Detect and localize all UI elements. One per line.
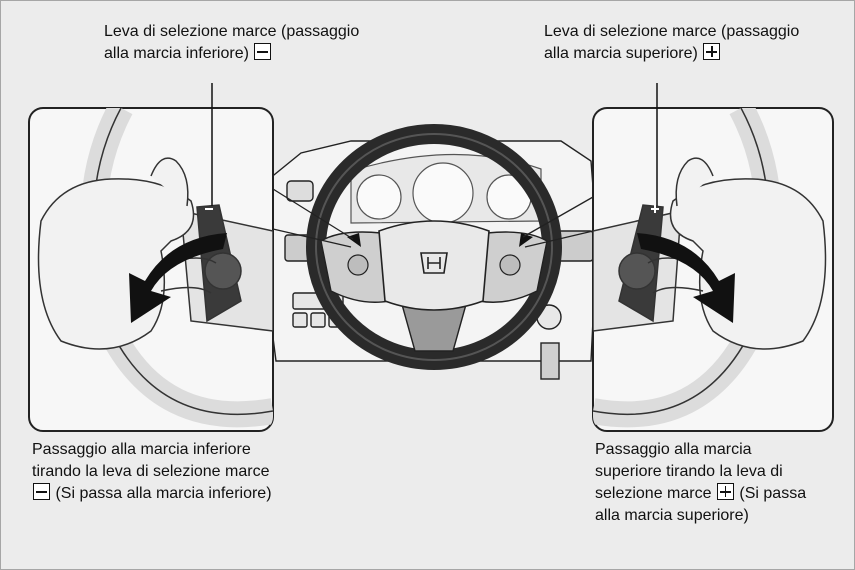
minus-box-icon [254, 43, 272, 60]
pull-arrow-left-icon [129, 233, 227, 323]
caption-line: (Si passa alla marcia inferiore) [55, 485, 272, 502]
left-detail-panel [28, 107, 274, 432]
caption-line: alla marcia inferiore) [104, 45, 249, 62]
caption-downshift-action: Passaggio alla marcia inferiore tirando … [32, 439, 272, 505]
caption-line: selezione marce [595, 485, 712, 502]
minus-box-icon [33, 483, 50, 500]
caption-line: Passaggio alla marcia [595, 441, 752, 458]
plus-box-icon [716, 483, 734, 500]
caption-line: alla marcia superiore) [544, 45, 698, 62]
instrument-cluster [350, 153, 542, 224]
caption-line: superiore tirando la leva di [595, 463, 783, 480]
caption-line: Leva di selezione marce (passaggio [544, 23, 800, 40]
plus-box-icon [703, 43, 721, 60]
caption-upshift-action: Passaggio alla marcia superiore tirando … [595, 439, 806, 527]
caption-downshift-lever: Leva di selezione marce (passaggio alla … [104, 21, 359, 65]
pull-arrow-right-icon [637, 233, 735, 323]
caption-line: Passaggio alla marcia inferiore [32, 441, 251, 458]
steering-wheel [306, 124, 562, 370]
right-detail-panel [592, 107, 834, 432]
caption-line: tirando la leva di selezione marce [32, 463, 270, 480]
leader-lines [211, 83, 658, 206]
honda-logo-icon [420, 252, 448, 274]
caption-line: Leva di selezione marce (passaggio [104, 23, 360, 40]
caption-line: alla marcia superiore) [595, 507, 749, 524]
caption-upshift-lever: Leva di selezione marce (passaggio alla … [544, 21, 799, 65]
caption-line: (Si passa [739, 485, 807, 502]
zoom-guides [272, 188, 594, 248]
